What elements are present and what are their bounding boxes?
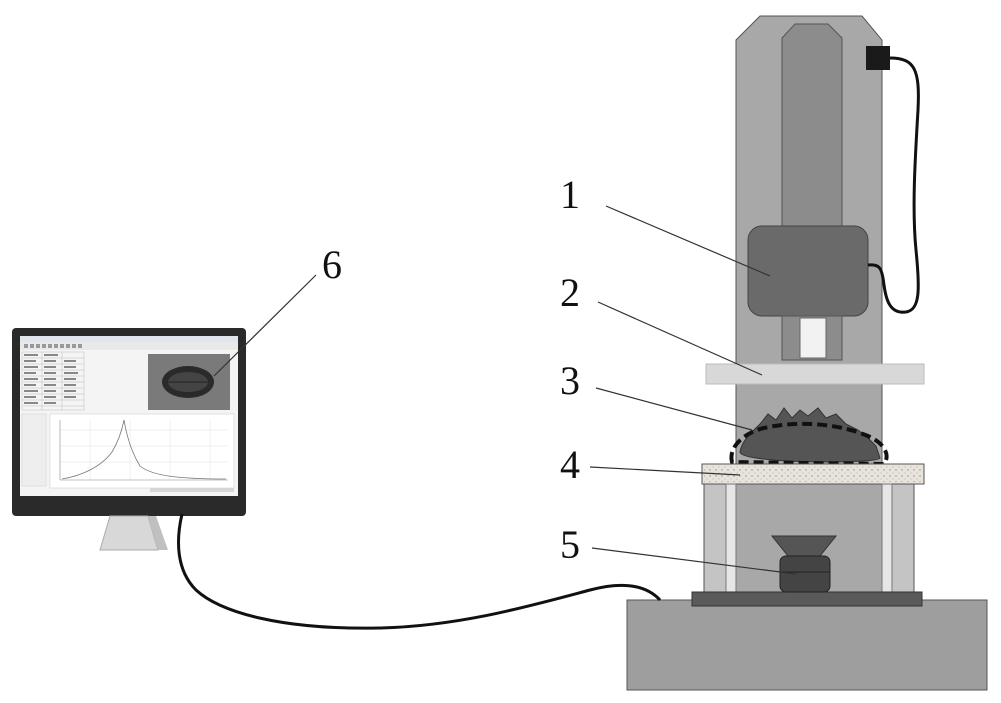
lower-plate-texture <box>704 466 922 482</box>
monitor-stand <box>99 515 159 551</box>
callout-2: 2 <box>560 270 580 315</box>
light-source-body <box>779 555 831 593</box>
callout-6: 6 <box>322 242 342 287</box>
data-cable <box>177 513 662 630</box>
base-block <box>626 599 988 691</box>
callout-3: 3 <box>560 358 580 403</box>
power-plug <box>866 46 890 70</box>
leader-line-4 <box>589 466 741 476</box>
column-rail <box>781 23 843 231</box>
camera-body <box>747 225 869 317</box>
mount-plate <box>691 591 923 607</box>
leader-line-5 <box>591 547 797 575</box>
sample-outline <box>729 421 889 467</box>
leader-line-1 <box>605 205 771 277</box>
leader-line-2 <box>597 301 763 376</box>
right-support <box>891 483 915 593</box>
screen-curve <box>61 419 227 480</box>
inner-right-support <box>881 483 893 593</box>
inner-left-support <box>725 483 737 593</box>
callout-4: 4 <box>560 442 580 487</box>
callout-1: 1 <box>560 172 580 217</box>
upper-plate <box>705 363 925 385</box>
left-support <box>703 483 727 593</box>
callout-5: 5 <box>560 522 580 567</box>
leader-line-6 <box>213 274 317 377</box>
leader-line-3 <box>595 387 753 431</box>
camera-cable <box>867 56 920 314</box>
camera-lens <box>799 317 827 359</box>
